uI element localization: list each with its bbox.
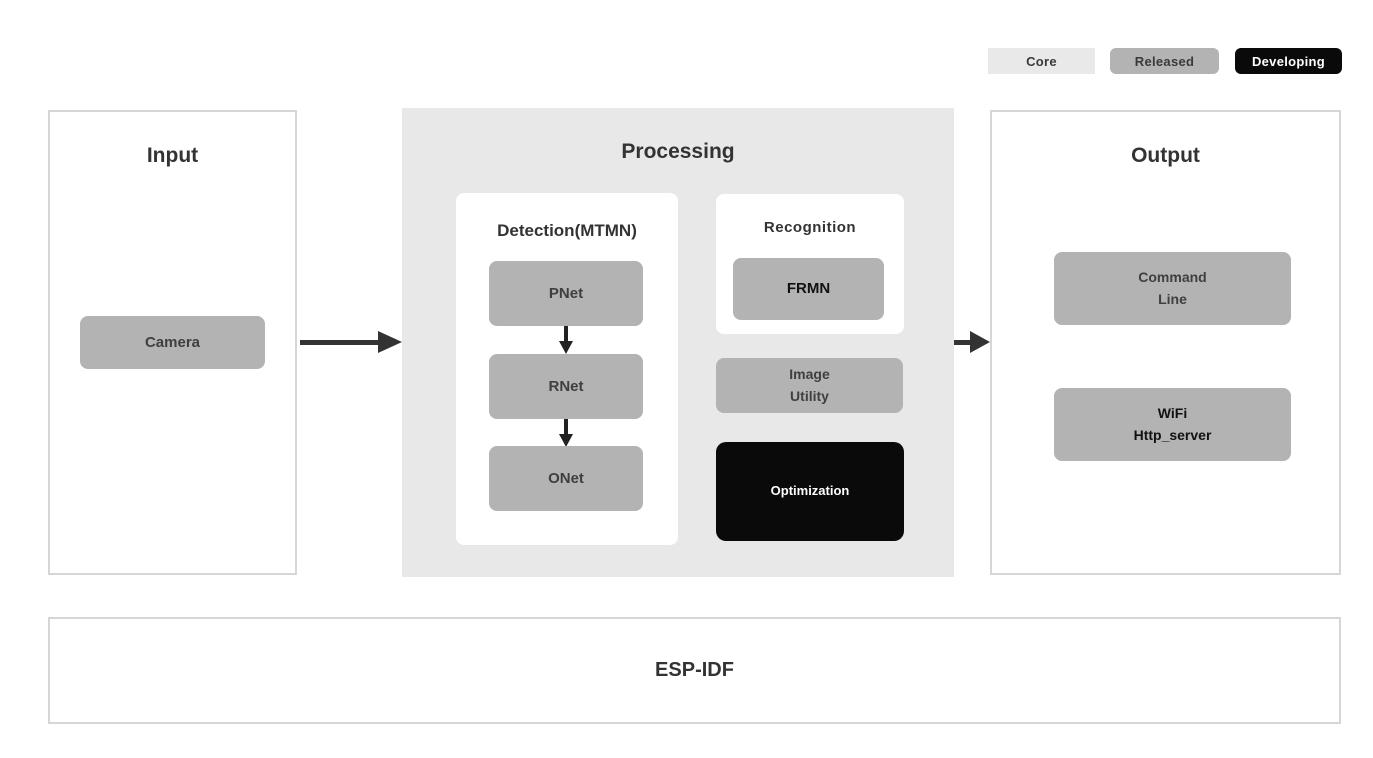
- recognition-group-title: Recognition: [763, 219, 857, 236]
- legend-item-released: Released: [1110, 48, 1219, 74]
- output-panel: Output Command Line WiFi Http_server: [990, 110, 1341, 575]
- arrow-processing-to-output: [954, 331, 990, 353]
- optimization-block: Optimization: [716, 442, 904, 541]
- legend-developing-label: Developing: [1251, 53, 1326, 69]
- wifi-http-server-block: WiFi Http_server: [1054, 388, 1291, 461]
- detection-group: Detection(MTMN) PNet RNet ONet: [456, 193, 678, 545]
- onet-block: ONet: [489, 446, 643, 511]
- arrow-head-icon: [970, 331, 990, 353]
- arrow-pnet-to-rnet: [559, 326, 573, 354]
- processing-panel: Processing Detection(MTMN) PNet RNet ONe…: [402, 108, 954, 577]
- arrow-head-icon: [559, 434, 573, 447]
- frmn-block: FRMN: [733, 258, 884, 320]
- arrow-shaft: [564, 326, 568, 341]
- legend-item-core: Core: [988, 48, 1095, 74]
- detection-group-title: Detection(MTMN): [497, 221, 637, 240]
- input-panel: Input Camera: [48, 110, 297, 575]
- output-panel-title: Output: [1131, 144, 1200, 167]
- command-line-line2: Line: [1158, 290, 1187, 307]
- arrow-shaft: [564, 419, 568, 434]
- espidf-panel: ESP-IDF: [48, 617, 1341, 724]
- image-utility-line1: Image: [789, 365, 830, 382]
- arrow-shaft: [300, 340, 380, 345]
- command-line-block: Command Line: [1054, 252, 1291, 325]
- arrow-shaft: [954, 340, 972, 345]
- arrow-input-to-processing: [300, 331, 402, 353]
- image-utility-line2: Utility: [790, 387, 829, 404]
- arrow-head-icon: [378, 331, 402, 353]
- input-panel-title: Input: [146, 144, 199, 167]
- camera-block: Camera: [80, 316, 265, 369]
- rnet-block: RNet: [489, 354, 643, 419]
- wifi-line2: Http_server: [1133, 426, 1212, 443]
- legend-released-label: Released: [1134, 53, 1195, 69]
- arrow-rnet-to-onet: [559, 419, 573, 447]
- pnet-block: PNet: [489, 261, 643, 326]
- processing-panel-title: Processing: [621, 140, 735, 163]
- recognition-group: Recognition FRMN: [716, 194, 904, 334]
- command-line-line1: Command: [1138, 268, 1207, 285]
- legend-item-developing: Developing: [1235, 48, 1342, 74]
- image-utility-block: Image Utility: [716, 358, 903, 413]
- wifi-line1: WiFi: [1157, 404, 1188, 421]
- legend-core-label: Core: [1026, 53, 1057, 69]
- espidf-panel-title: ESP-IDF: [655, 659, 734, 681]
- arrow-head-icon: [559, 341, 573, 354]
